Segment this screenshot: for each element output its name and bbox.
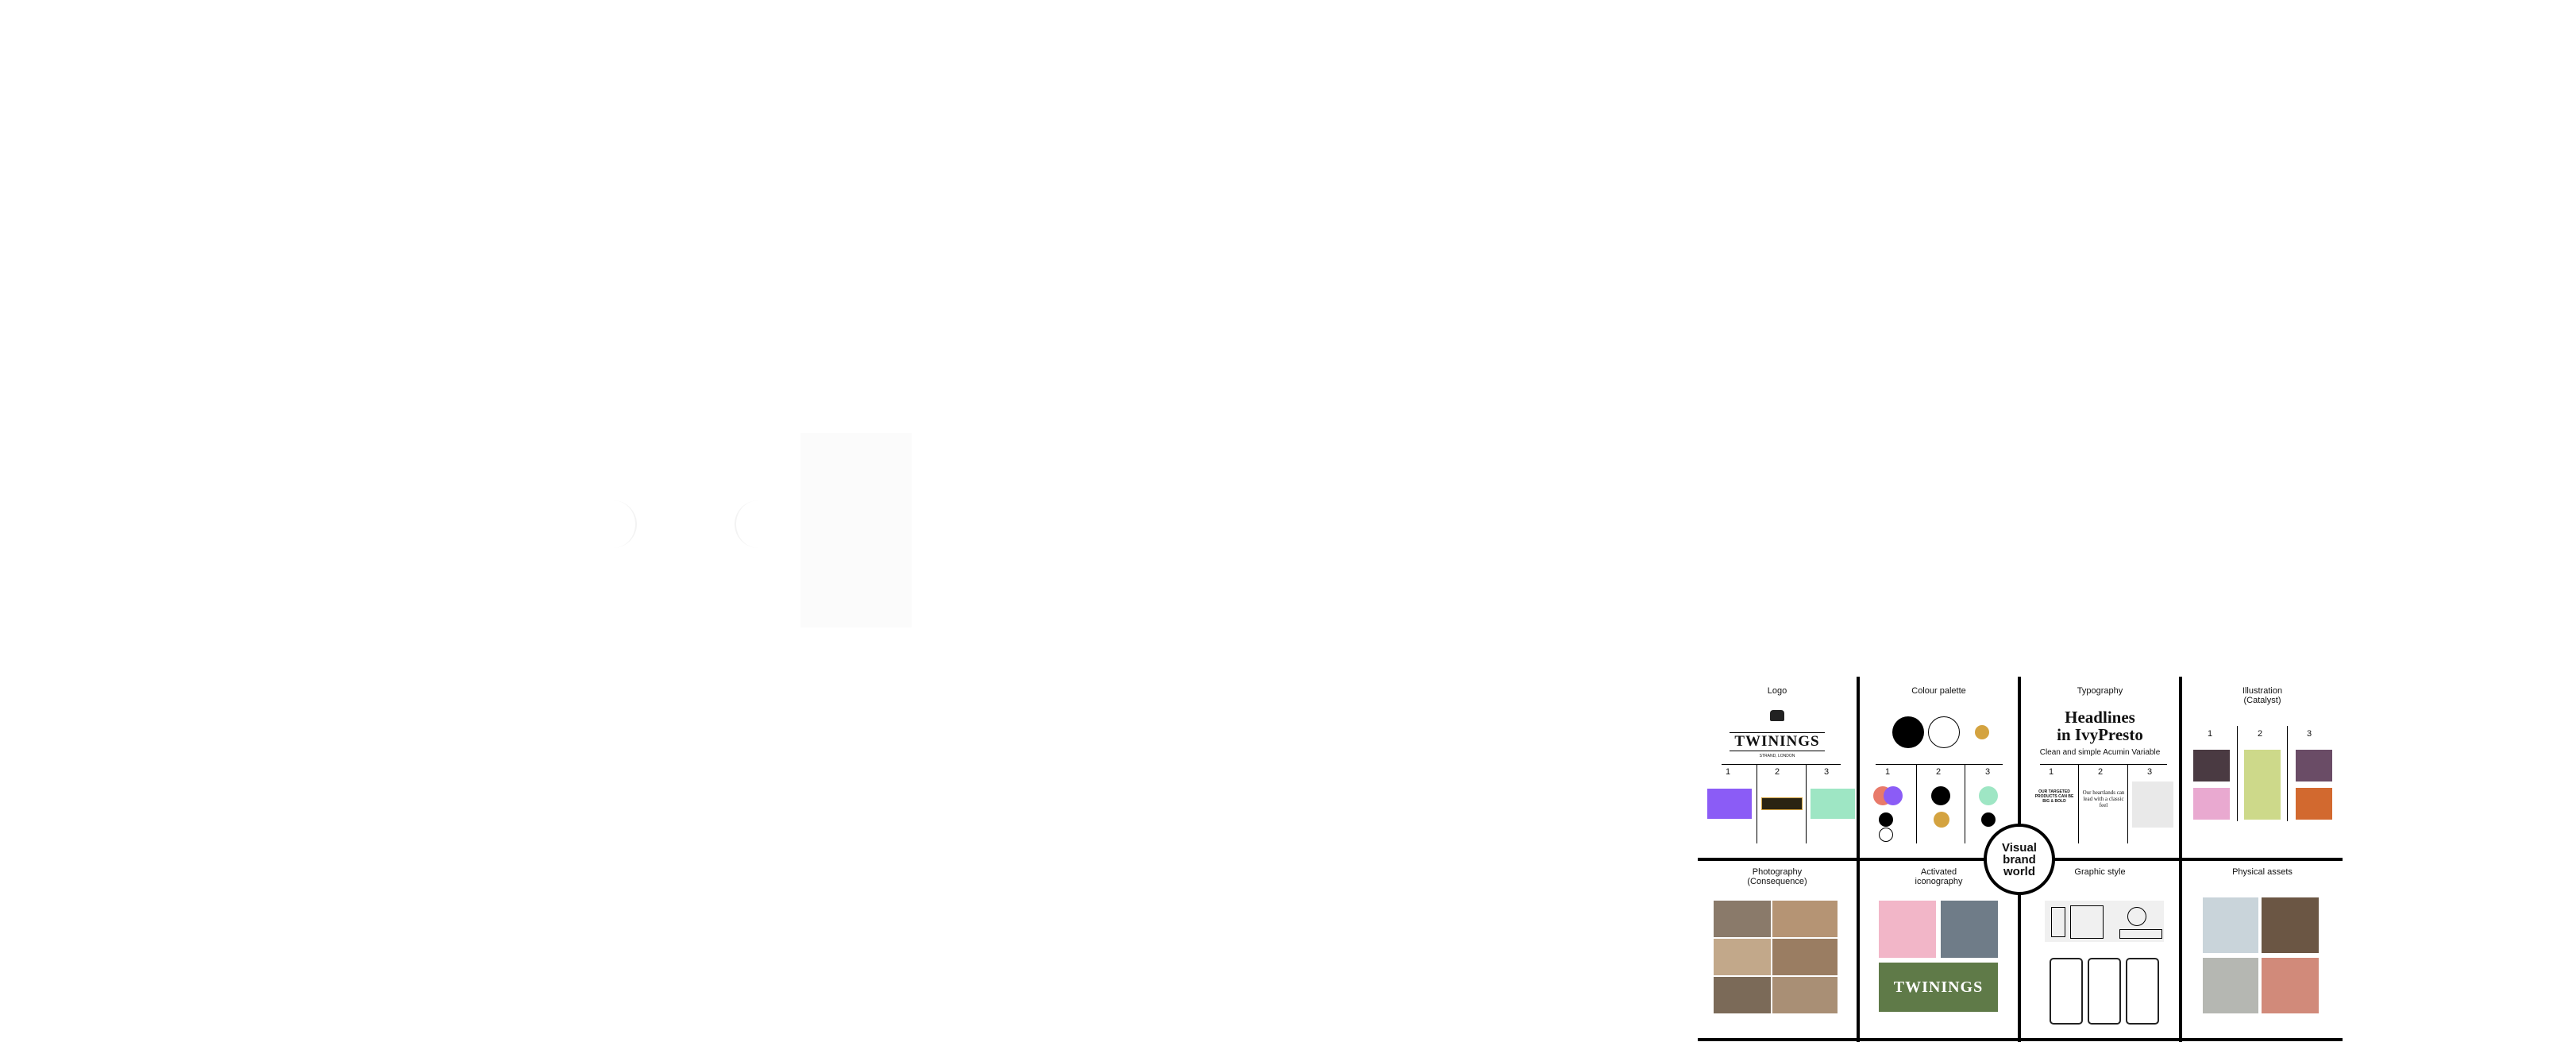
photo-3 [1714, 939, 1771, 975]
phone-mockup-1 [2050, 958, 2083, 1025]
cell-physical-assets: Physical assets [2182, 861, 2343, 1038]
type-sample-bold: OUR TARGETED PRODUCTS CAN BE BIG & BOLD [2034, 789, 2074, 804]
sub-num: 2 [1935, 767, 1942, 777]
sub-num: 3 [1823, 767, 1830, 777]
swatch-white [1928, 716, 1960, 748]
illustration-flower-1 [2193, 750, 2230, 782]
sub-num: 2 [2257, 729, 2263, 739]
phone-mockup-2 [2088, 958, 2121, 1025]
swatch-white-small [1879, 828, 1893, 842]
brand-world-grid: Logo TWININGS STRAND, LONDON 1 2 3 Colou… [1698, 677, 2343, 1042]
iconography-banner: TWININGS [1879, 963, 1998, 1012]
cell-title: Logo [1767, 686, 1787, 696]
illustration-flower-5 [2296, 788, 2332, 820]
cell-title-line1: Photography [1752, 867, 1803, 877]
cell-iconography: Activated iconography TWININGS [1860, 861, 2018, 1038]
headline-sample-2: in IvyPresto [2057, 725, 2143, 744]
sub-num: 2 [2097, 767, 2104, 777]
swatch-purple [1884, 786, 1903, 805]
logo-variant-mint [1811, 789, 1855, 819]
banner-wordmark: TWININGS [1893, 978, 1984, 996]
asset-photo-1 [2203, 897, 2258, 953]
center-label: Visual brand world [2002, 840, 2037, 878]
shape-tall-rect [2051, 907, 2065, 937]
swatch-black-small [1981, 812, 1996, 827]
ghost-texture-panel [800, 433, 912, 627]
illustration-flower-2 [2193, 788, 2230, 820]
sub-num: 1 [2048, 767, 2054, 777]
swatch-black-mid [1931, 786, 1950, 805]
logo-wordmark: TWININGS [1734, 733, 1820, 750]
sub-num: 1 [2207, 729, 2213, 739]
cell-photography: Photography (Consequence) [1698, 861, 1857, 1038]
swatch-black [1892, 716, 1924, 748]
cell-typography: Typography Headlines in IvyPresto Clean … [2021, 677, 2179, 858]
logo-wordmark-box: TWININGS [1730, 732, 1825, 751]
cell-title: Colour palette [1911, 686, 1966, 696]
cell-graphic-style: Graphic style [2021, 861, 2179, 1038]
ghost-bracket-left [611, 500, 637, 548]
cell-colour-palette: Colour palette 1 2 3 [1860, 677, 2018, 858]
sub-num: 2 [1774, 767, 1780, 777]
ghost-bracket-right [735, 500, 760, 548]
swatch-gold [1975, 725, 1989, 739]
cell-title-line2: iconography [1915, 877, 1963, 886]
photo-5 [1714, 977, 1771, 1013]
cell-title: Physical assets [2232, 867, 2293, 877]
cell-title-line2: (Consequence) [1747, 877, 1807, 886]
shape-wide-rect [2119, 929, 2162, 939]
sub-num: 3 [2146, 767, 2153, 777]
shape-circle [2127, 907, 2146, 926]
sub-num: 3 [2306, 729, 2312, 739]
sub-num: 3 [1984, 767, 1991, 777]
photo-2 [1772, 901, 1838, 937]
crest-icon [1770, 710, 1784, 721]
iconography-pattern [1879, 901, 1936, 958]
asset-photo-4 [2262, 958, 2319, 1013]
logo-variant-black-gold [1761, 797, 1803, 810]
iconography-photo [1941, 901, 1998, 958]
swatch-gold-mid [1934, 812, 1949, 828]
cell-title: Graphic style [2074, 867, 2126, 877]
logo-tagline: STRAND, LONDON [1759, 754, 1795, 758]
illustration-flower-3 [2244, 750, 2281, 820]
cell-title: Typography [2077, 686, 2123, 696]
sub-num: 1 [1884, 767, 1891, 777]
swatch-mint [1979, 786, 1998, 805]
type-sample-classic: Our heartlands can lead with a classic f… [2082, 789, 2125, 809]
cell-title-line1: Illustration [2242, 686, 2283, 696]
swatch-black-half [1879, 812, 1893, 827]
subhead-sample: Clean and simple Acumin Variable [2039, 748, 2161, 757]
cell-title-line1: Activated [1920, 867, 1957, 877]
phone-mockup-3 [2126, 958, 2159, 1025]
asset-photo-2 [2262, 897, 2319, 953]
shape-square [2070, 905, 2104, 939]
cell-title-line2: (Catalyst) [2243, 696, 2281, 705]
photo-1 [1714, 901, 1771, 937]
photo-4 [1772, 939, 1838, 975]
photo-6 [1772, 977, 1838, 1013]
logo-variant-purple [1707, 789, 1752, 819]
cell-logo: Logo TWININGS STRAND, LONDON 1 2 3 [1698, 677, 1857, 858]
sub-num: 1 [1725, 767, 1731, 777]
illustration-flower-4 [2296, 750, 2332, 782]
headline-sample-1: Headlines [2065, 708, 2135, 727]
cell-illustration: Illustration (Catalyst) 1 2 3 [2182, 677, 2343, 858]
asset-photo-3 [2203, 958, 2258, 1013]
center-label-circle: Visual brand world [1984, 824, 2055, 895]
type-sample-script-image [2132, 782, 2173, 828]
